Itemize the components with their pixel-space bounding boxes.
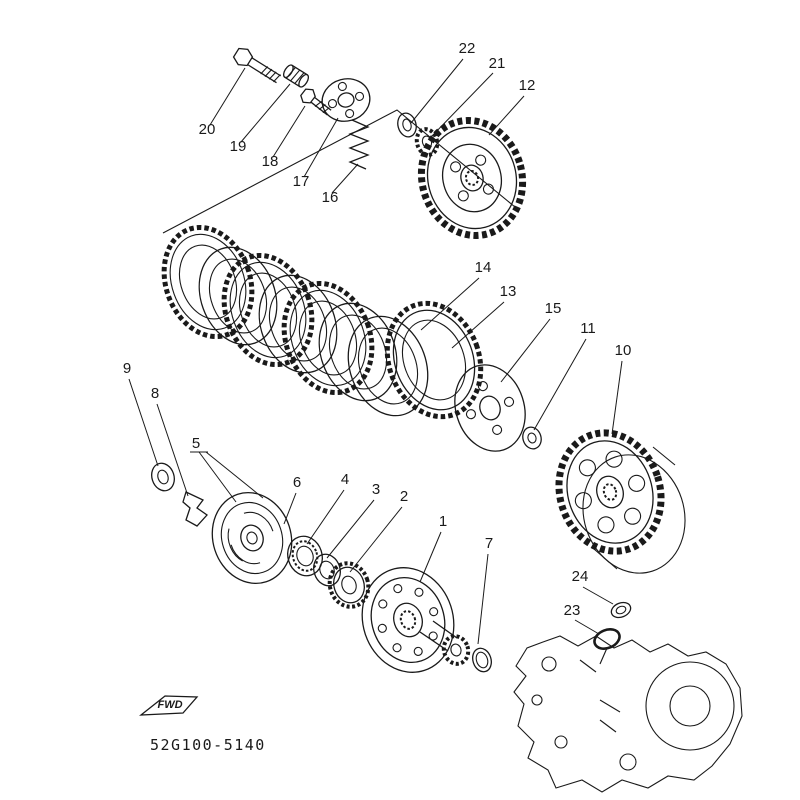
part-20-bolt — [232, 47, 282, 84]
part-label-12: 12 — [519, 77, 536, 94]
part-label-13: 13 — [500, 283, 517, 300]
part-14-clutch-plate — [347, 315, 429, 417]
clutch-plate-stack — [161, 224, 484, 420]
part-label-24: 24 — [572, 568, 589, 585]
crankcase-sketch — [513, 635, 743, 793]
part-label-19: 19 — [230, 138, 247, 155]
part-24-washer — [610, 601, 632, 619]
part-3-washer — [313, 553, 341, 587]
guide-lines — [162, 109, 516, 234]
part-17-release-hub — [321, 78, 371, 122]
part-8-retainer — [182, 491, 208, 527]
part-10-clutch-housing — [555, 429, 686, 574]
part-label-21: 21 — [489, 55, 506, 72]
leader-lines — [128, 58, 623, 645]
fwd-arrow: FWD — [139, 695, 199, 716]
part-label-11: 11 — [580, 320, 596, 337]
part-11-nut — [522, 426, 542, 450]
part-4-bearing — [287, 535, 323, 577]
part-label-10: 10 — [615, 342, 632, 359]
fwd-label: FWD — [157, 699, 182, 711]
part-2-gear — [327, 561, 371, 609]
part-label-7: 7 — [485, 535, 493, 552]
part-label-23: 23 — [564, 602, 581, 619]
part-label-1: 1 — [439, 513, 447, 530]
part-12-primary-driven-gear — [417, 117, 527, 239]
part-5-6-spring-plate — [211, 491, 293, 585]
part-label-14: 14 — [475, 259, 492, 276]
part-label-4: 4 — [341, 471, 349, 488]
part-label-8: 8 — [151, 385, 159, 402]
part-label-22: 22 — [459, 40, 476, 57]
part-label-3: 3 — [372, 481, 380, 498]
part-label-5: 5 — [192, 435, 200, 452]
part-9-washer — [151, 462, 175, 492]
part-7-oring — [472, 647, 492, 673]
part-15-pressure-plate — [454, 364, 526, 452]
part-label-17: 17 — [293, 173, 310, 190]
part-label-15: 15 — [545, 300, 562, 317]
part-19-spacer — [282, 64, 310, 88]
part-13-friction-plate — [384, 300, 484, 420]
part-label-2: 2 — [400, 488, 408, 505]
part-label-18: 18 — [262, 153, 279, 170]
part-22-washer — [397, 112, 417, 138]
part-23-cap — [593, 628, 621, 650]
part-code: 52G100-5140 — [150, 736, 266, 754]
part-label-6: 6 — [293, 474, 301, 491]
part-label-20: 20 — [199, 121, 216, 138]
part-16-spring — [348, 119, 370, 170]
part-1-clutch-boss — [361, 567, 471, 673]
part-labels: 1 2 3 4 5 6 7 8 9 10 11 12 13 14 15 16 1… — [123, 40, 632, 619]
part-label-16: 16 — [322, 189, 339, 206]
part-label-9: 9 — [123, 360, 131, 377]
